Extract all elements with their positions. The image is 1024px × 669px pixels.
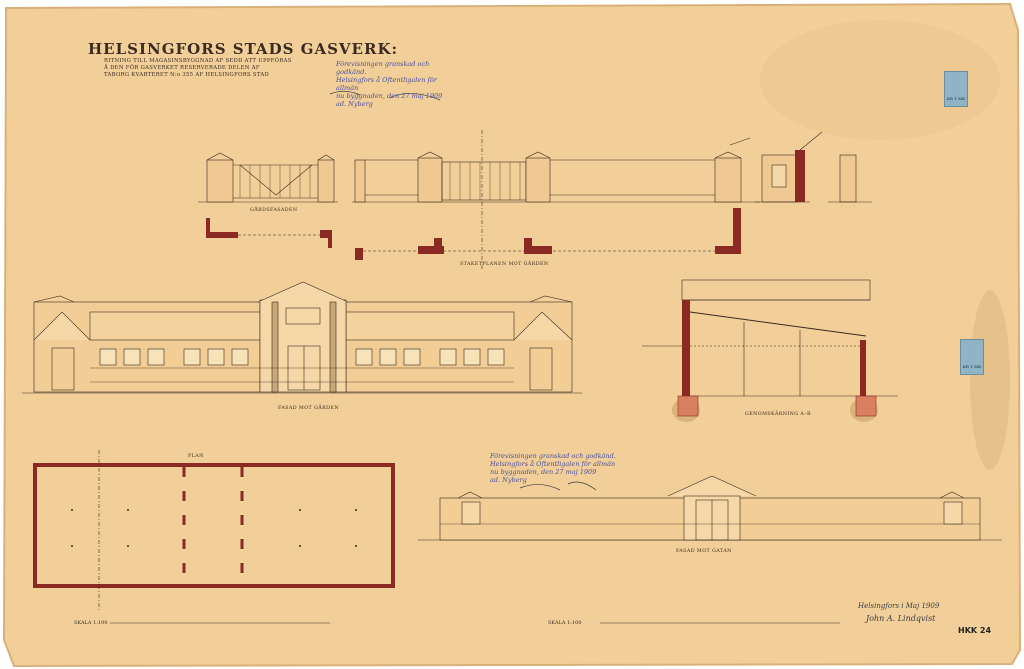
sheet-subtitle: RITNING TILL MAGASINSBYGGNAD AF SEDD ATT… (104, 58, 294, 79)
caption-rear-facade: FASAD MOT GATAN (676, 549, 732, 554)
stamp-line: ad. Nyberg (336, 100, 373, 108)
caption-section: GENOMSKÄRNING A–B (745, 412, 811, 417)
archive-reference: HKK 24 (958, 626, 992, 635)
gate-elevation (198, 152, 338, 203)
subtitle-line: TABORG KVARTERET N:o 355 AF HELSINGFORS … (104, 72, 270, 78)
approval-stamp-top: Förevisningen granskad och godkänd. Hels… (336, 60, 456, 108)
stamp-line: Förevisningen granskad och godkänd. (490, 452, 616, 460)
revenue-stamp-label: KR 1 MK (946, 96, 966, 101)
fence-elevation (352, 130, 760, 270)
stamp-line: Helsingfors å Oftentligalen för allmän (490, 460, 616, 468)
caption-front-facade: FASAD MOT GÅRDEN (278, 406, 339, 411)
caption-fence-plan: STAKETPLANEN MOT GÅRDEN (460, 262, 549, 267)
revenue-stamp: KR 1 MK (960, 339, 984, 375)
subtitle-line: Å DEN FÖR GASVERKET RESERVERADE DELEN AF (104, 65, 260, 71)
caption-floor-plan: PLAN (188, 454, 204, 459)
revenue-stamp: KR 1 MK (944, 71, 968, 107)
signature-name: John A. Lindqvist (866, 614, 936, 623)
caption-gate-elevation: GÅRDSFASADEN (250, 208, 298, 213)
approval-stamp-bottom: Förevisningen granskad och godkänd. Hels… (490, 452, 620, 484)
rear-facade (418, 475, 1002, 541)
revenue-stamp-label: KR 1 MK (962, 364, 982, 369)
scale-label-left: SKALA 1:100 (74, 620, 108, 626)
stamp-line: nu byggnaden, den 27 maj 1909 (336, 92, 443, 100)
stamp-line: Helsingfors å Oftentligalen för allmän (336, 76, 437, 92)
sheet-title: HELSINGFORS STADS GASVERK: (88, 40, 399, 58)
signature-place-date: Helsingfors i Maj 1909 (858, 602, 940, 610)
front-facade (22, 281, 582, 394)
floor-plan (33, 450, 395, 610)
scale-label-right: SKALA 1:100 (548, 620, 582, 626)
subtitle-line: RITNING TILL MAGASINSBYGGNAD AF SEDD ATT… (104, 58, 292, 64)
section-drawing (642, 279, 898, 422)
side-elevations (755, 131, 872, 203)
stamp-line: ad. Nyberg (490, 476, 527, 484)
stamp-line: nu byggnaden, den 27 maj 1909 (490, 468, 597, 476)
stamp-line: Förevisningen granskad och godkänd. (336, 60, 430, 76)
